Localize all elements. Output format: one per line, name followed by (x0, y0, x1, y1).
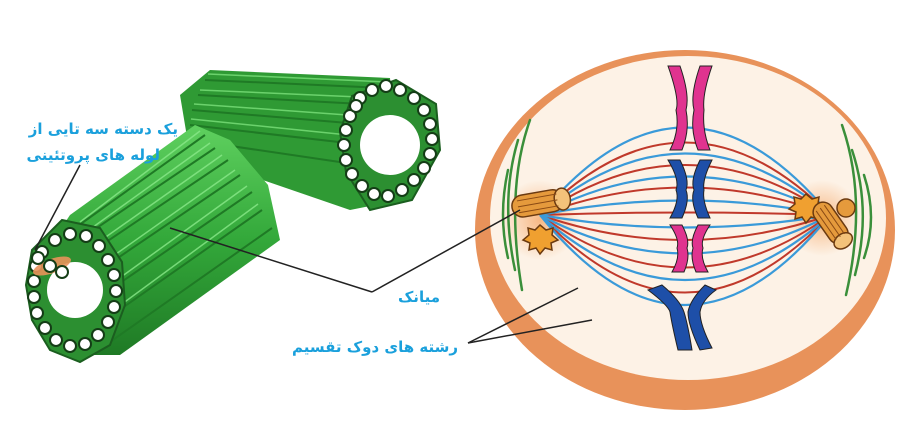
centriole-illustration (26, 70, 440, 362)
label-protein-tube-triplet-line2: لوله های پروتئینی (0, 146, 160, 164)
dividing-cell (475, 50, 895, 410)
label-spindle-fibers: رشته های دوک تقسیم (280, 338, 458, 356)
label-protein-tube-triplet-line1: یک دسته سه تایی از (0, 120, 178, 138)
label-centriole: میانک (330, 288, 440, 306)
